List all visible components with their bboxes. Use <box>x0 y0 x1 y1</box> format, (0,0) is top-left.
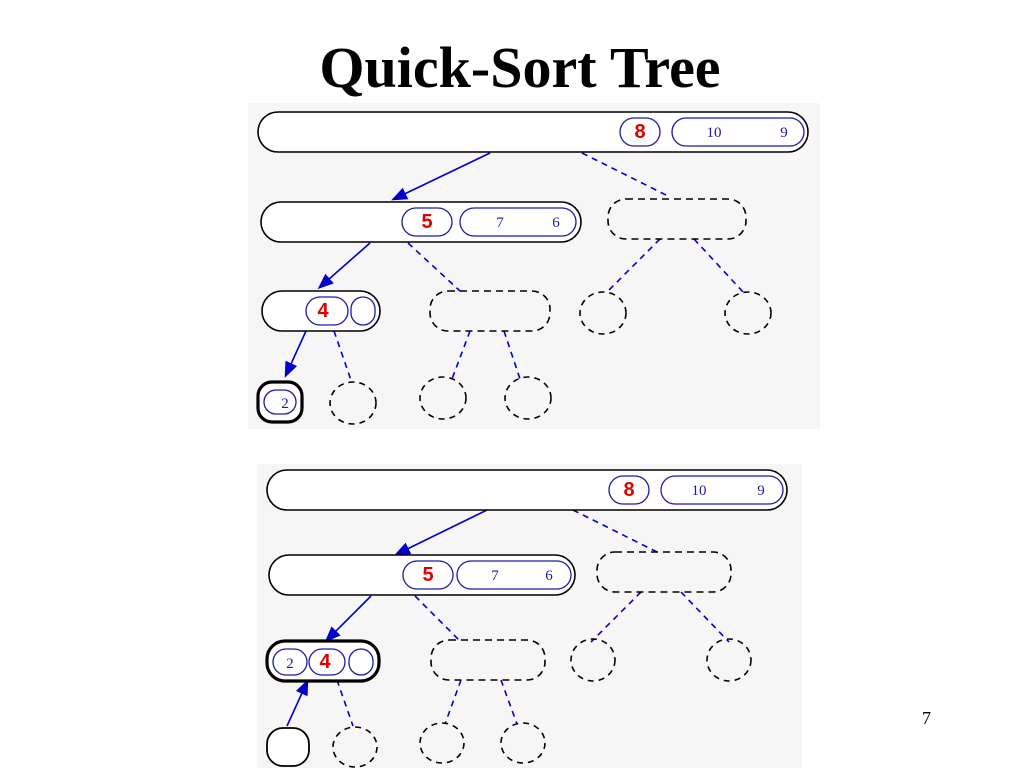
page-title: Quick-Sort Tree <box>319 35 721 100</box>
tree-node-empty <box>596 551 732 593</box>
edge-r1-to-left <box>590 591 642 643</box>
edge-l1-to-left <box>317 242 371 290</box>
tree-node-empty <box>329 381 377 425</box>
edge-l2-to-right <box>336 679 354 727</box>
sequence-value: 7 <box>496 215 504 231</box>
sequence-value: 6 <box>545 568 553 584</box>
right-sequence <box>671 117 805 147</box>
tree-diagram-top: 8 10 9 5 7 6 4 2 <box>256 111 809 425</box>
tree-node-empty <box>607 198 747 240</box>
pivot-cell <box>401 207 453 237</box>
edge-root-to-right <box>581 152 671 198</box>
tree-node-leaf-empty-solid <box>266 727 310 767</box>
pivot-cell <box>608 475 650 505</box>
sequence-value: 10 <box>707 125 722 141</box>
tree-node-empty <box>332 726 378 768</box>
pivot-value: 5 <box>422 564 433 586</box>
right-sequence <box>459 207 577 237</box>
tree-node-empty <box>429 290 551 332</box>
tree-node-level1-left: 5 7 6 <box>260 201 582 243</box>
tree-node-empty <box>570 638 616 682</box>
tree-node-empty <box>419 376 467 420</box>
right-sequence <box>350 296 376 326</box>
sequence-cell <box>263 389 297 415</box>
sequence-value: 9 <box>757 483 765 499</box>
tree-node-empty <box>724 291 772 335</box>
tree-node-empty <box>579 291 627 335</box>
tree-node-empty <box>419 722 465 764</box>
tree-node-empty <box>430 639 546 681</box>
tree-node-level2-left: 4 <box>261 290 381 332</box>
tree-node-level3-current: 2 <box>256 380 304 424</box>
edge-root-to-right <box>572 509 658 553</box>
tree-node-level1-left: 5 7 6 <box>268 554 576 596</box>
pivot-cell <box>619 117 661 147</box>
pivot-cell <box>402 560 454 590</box>
quick-sort-tree-panel-bottom: 8 10 9 5 7 6 2 4 <box>257 464 802 768</box>
edge-r1-to-right <box>693 238 745 294</box>
tree-node-root: 8 10 9 <box>266 469 788 511</box>
right-sequence <box>660 475 784 505</box>
sequence-value: 9 <box>780 125 788 141</box>
tree-node-empty <box>500 722 546 764</box>
sequence-value: 2 <box>281 396 289 412</box>
pivot-value: 8 <box>634 121 645 143</box>
sequence-value: 2 <box>286 656 294 672</box>
pivot-value: 8 <box>623 479 634 501</box>
pivot-value: 5 <box>421 211 432 233</box>
edge-r1-to-left <box>605 238 661 294</box>
pivot-value: 4 <box>317 300 329 322</box>
edge-m2-to-right <box>500 679 518 725</box>
edge-l1-to-left <box>324 595 372 643</box>
edge-m2-to-right <box>503 330 521 380</box>
edge-l1-to-right <box>407 242 461 292</box>
tree-node-empty <box>504 376 552 420</box>
left-sequence <box>272 648 308 676</box>
edge-l2-to-right <box>333 330 353 384</box>
sequence-value: 10 <box>692 483 707 499</box>
right-sequence <box>348 648 374 676</box>
edge-root-to-left <box>394 509 488 556</box>
edge-l2-to-left <box>286 679 309 727</box>
tree-node-level2-current: 2 4 <box>265 639 381 683</box>
sequence-value: 7 <box>491 568 499 584</box>
edge-m2-to-left <box>451 330 471 380</box>
tree-node-root: 8 10 9 <box>257 111 809 153</box>
tree-node-empty <box>706 638 752 682</box>
page-number: 7 <box>922 708 931 728</box>
tree-diagram-bottom: 8 10 9 5 7 6 2 4 <box>265 469 788 768</box>
edge-root-to-left <box>391 152 491 201</box>
edge-l1-to-right <box>414 595 460 641</box>
quick-sort-tree-panel-top: 8 10 9 5 7 6 4 2 <box>248 103 820 429</box>
sequence-value: 6 <box>552 215 560 231</box>
edge-l2-to-left <box>284 330 307 378</box>
pivot-value: 4 <box>319 651 331 673</box>
pivot-cell <box>305 296 349 326</box>
edge-m2-to-left <box>444 679 462 725</box>
edge-r1-to-right <box>680 591 730 643</box>
pivot-cell <box>308 648 346 676</box>
right-sequence <box>456 560 572 590</box>
